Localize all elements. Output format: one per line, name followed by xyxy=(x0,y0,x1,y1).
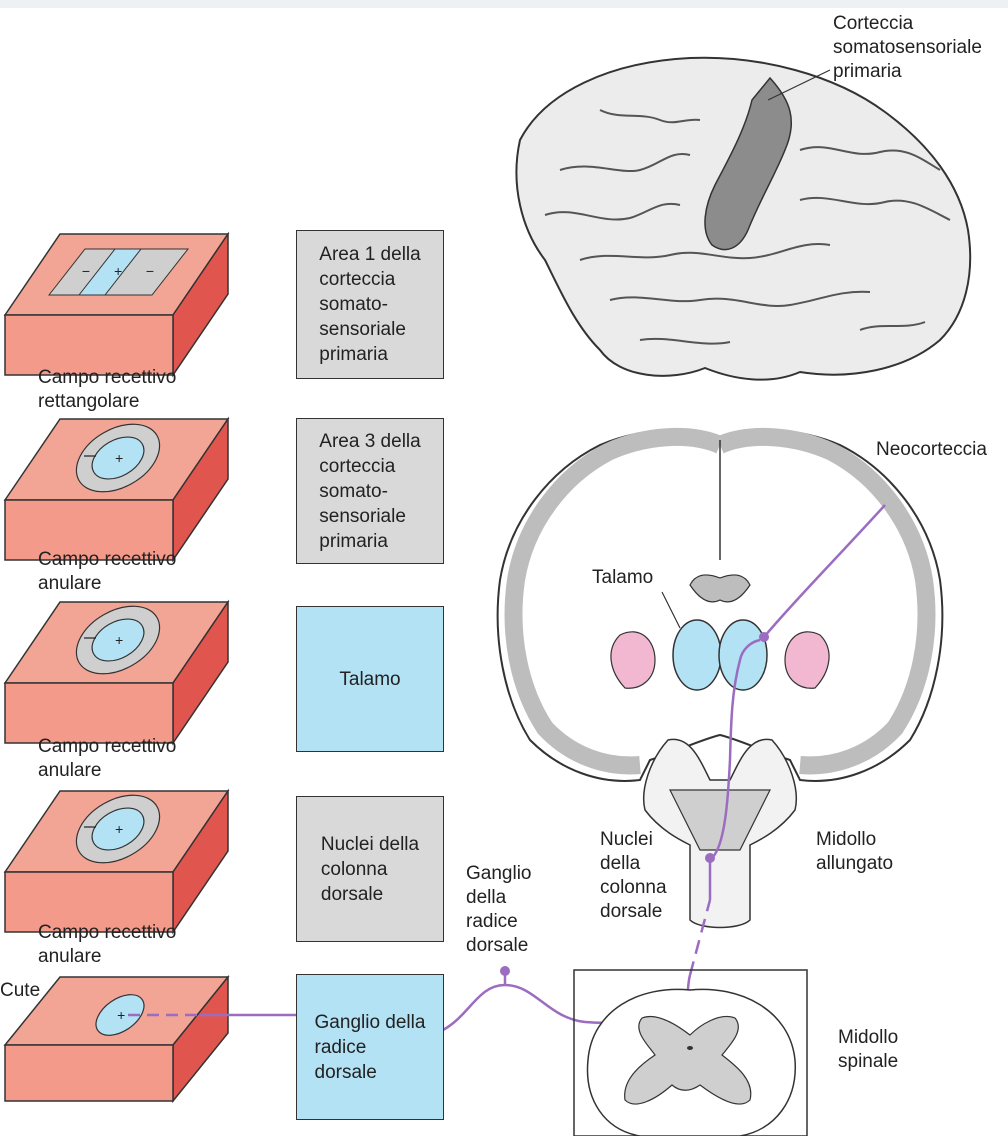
label-thalamus: Talamo xyxy=(592,566,653,590)
stage-box-area3-text: Area 3 della corteccia somato- sensorial… xyxy=(319,429,420,554)
label-skin: Cute xyxy=(0,979,40,1003)
plus-symbol: + xyxy=(114,263,122,279)
label-cortex-primary: Corteccia somatosensoriale primaria xyxy=(833,12,982,84)
brain-lateral-view xyxy=(516,58,970,380)
plus-symbol: + xyxy=(115,632,123,648)
stage-box-area1: Area 1 della corteccia somato- sensorial… xyxy=(296,230,444,379)
skin-block-annular-2: + xyxy=(5,592,228,743)
dc-nucleus-cell xyxy=(705,853,715,863)
label-medulla: Midollo allungato xyxy=(816,828,893,876)
plus-symbol: + xyxy=(117,1007,125,1023)
field-label-annular-1: Campo recettivo anulare xyxy=(38,548,176,596)
label-spinal-cord: Midollo spinale xyxy=(838,1026,898,1074)
field-label-annular-2: Campo recettivo anulare xyxy=(38,735,176,783)
stage-box-area1-text: Area 1 della corteccia somato- sensorial… xyxy=(319,242,420,367)
label-drg: Ganglio della radice dorsale xyxy=(466,862,532,958)
label-neocortex: Neocorteccia xyxy=(876,438,987,462)
field-label-rectangular: Campo recettivo rettangolare xyxy=(38,366,176,414)
stage-box-thalamus-text: Talamo xyxy=(339,667,400,692)
stage-box-dc-nuclei: Nuclei della colonna dorsale xyxy=(296,796,444,942)
skin-block-annular-3: + xyxy=(5,781,228,932)
stage-box-drg-text: Ganglio della radice dorsale xyxy=(315,1010,426,1085)
thalamus-cell xyxy=(759,632,769,642)
minus-symbol-right: − xyxy=(146,263,154,279)
drg-cell-body xyxy=(500,966,510,976)
stage-box-thalamus: Talamo xyxy=(296,606,444,752)
skin-block-annular-1: + xyxy=(5,410,228,560)
stage-box-area3: Area 3 della corteccia somato- sensorial… xyxy=(296,418,444,564)
plus-symbol: + xyxy=(115,450,123,466)
spinal-cord-section xyxy=(574,970,807,1136)
stage-box-dc-nuclei-text: Nuclei della colonna dorsale xyxy=(321,832,419,907)
field-label-annular-3: Campo recettivo anulare xyxy=(38,921,176,969)
minus-symbol-left: − xyxy=(82,263,90,279)
label-dc-nuclei: Nuclei della colonna dorsale xyxy=(600,828,667,924)
stage-box-drg: Ganglio della radice dorsale xyxy=(296,974,444,1120)
skin-block-rectangular: + − − xyxy=(5,234,228,375)
plus-symbol: + xyxy=(115,821,123,837)
